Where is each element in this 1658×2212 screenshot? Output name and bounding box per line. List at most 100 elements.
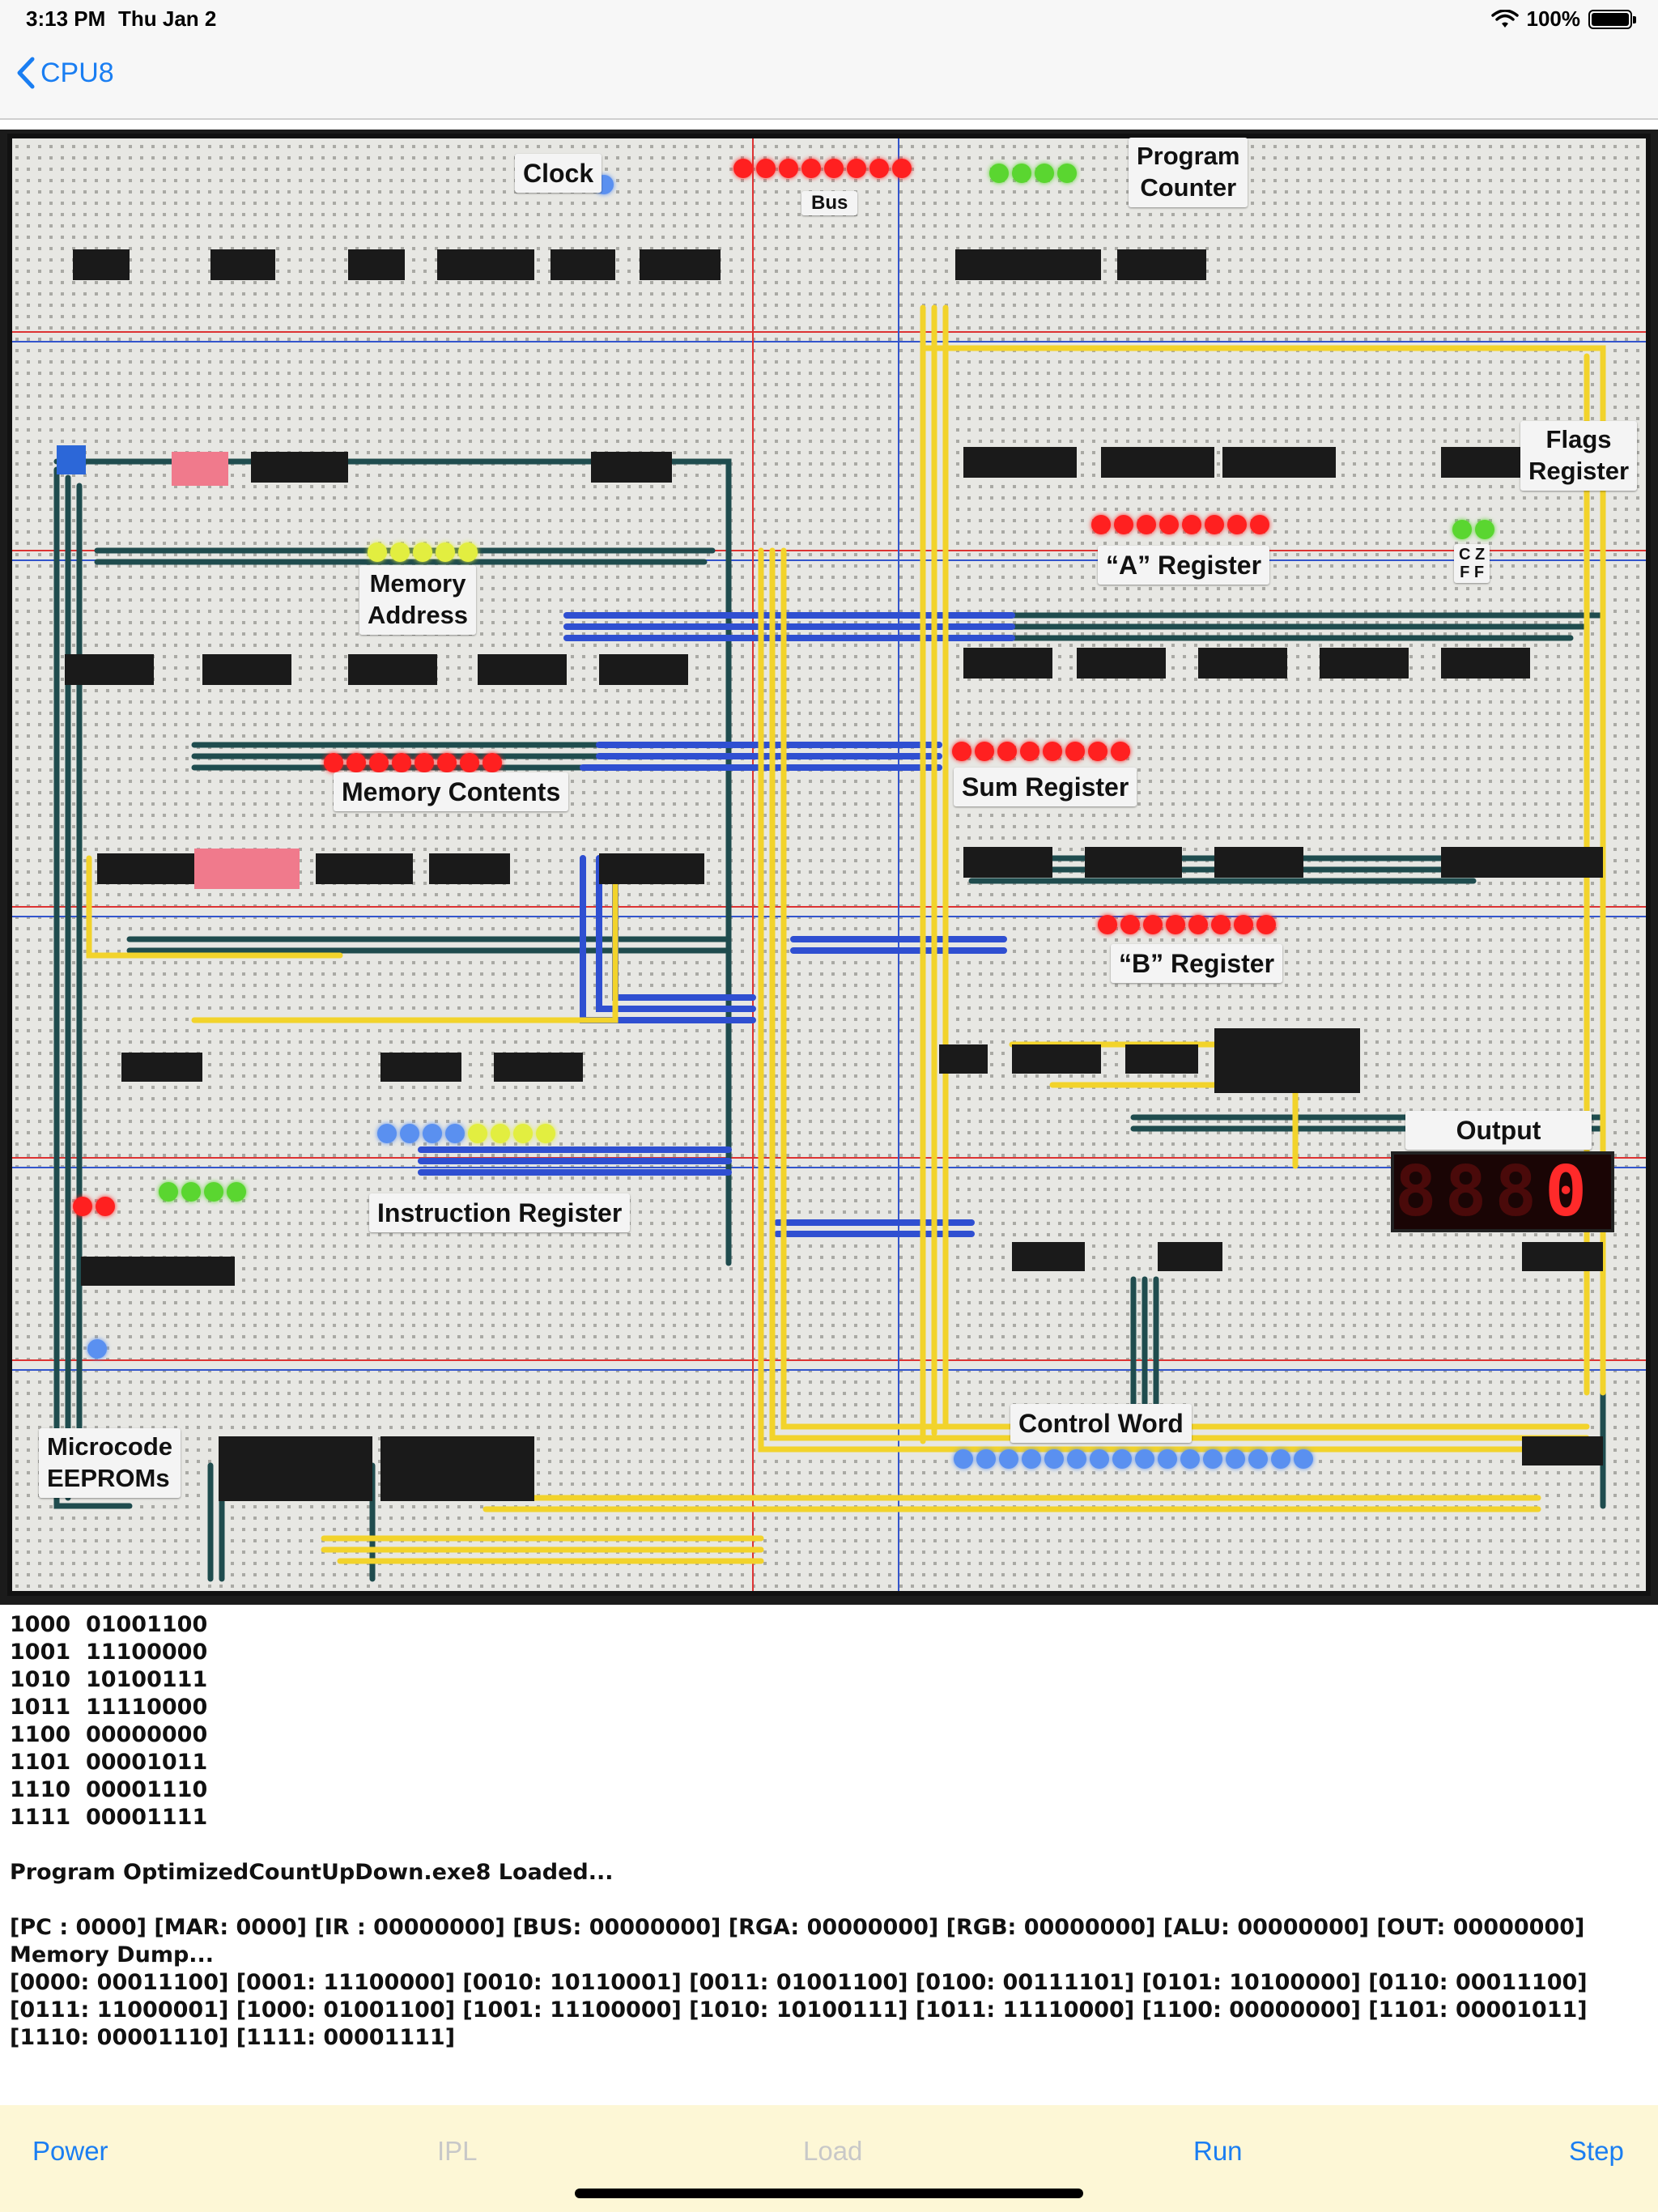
memory-address-led (368, 542, 387, 562)
memory-contents-led (437, 753, 457, 772)
b-register-led (1234, 915, 1253, 934)
run-button[interactable]: Run (1193, 2136, 1243, 2166)
label-bus: Bus (801, 191, 858, 215)
label-instruction-register: Instruction Register (369, 1193, 631, 1232)
label-flags-cz: C Z F F (1454, 544, 1490, 583)
instruction-register-led (513, 1124, 533, 1143)
battery-icon (1588, 9, 1636, 29)
control-word-led (1248, 1449, 1268, 1469)
control-word-led (1158, 1449, 1177, 1469)
program-counter-led (1012, 164, 1031, 183)
sum-register-led (1020, 742, 1039, 761)
a-register-led (1114, 515, 1133, 534)
memory-address-led (436, 542, 455, 562)
bus-led (733, 159, 753, 178)
bus-led (869, 159, 889, 178)
control-word-led (1090, 1449, 1109, 1469)
flags-led (1475, 520, 1494, 539)
b-register-led (1098, 915, 1117, 934)
program-counter-led (1035, 164, 1054, 183)
step-led (96, 1197, 115, 1216)
b-register-led (1166, 915, 1185, 934)
step-led (204, 1182, 223, 1202)
control-word-led (1044, 1449, 1064, 1469)
memory-contents-led (324, 753, 343, 772)
battery-percent: 100% (1526, 6, 1581, 31)
breadboard-illustration (7, 134, 1651, 1596)
control-word-led (954, 1449, 973, 1469)
label-sum-register: Sum Register (954, 768, 1137, 806)
bus-led (824, 159, 844, 178)
status-bar: 3:13 PM Thu Jan 2 100% (0, 0, 1658, 39)
ipl-button[interactable]: IPL (437, 2136, 478, 2166)
console-spacer (10, 1831, 1648, 1859)
status-right: 100% (1490, 6, 1636, 32)
memory-row: 1100 00000000 (10, 1722, 208, 1747)
memory-row: 1101 00001011 (10, 1750, 208, 1775)
label-memory-contents: Memory Contents (334, 772, 569, 811)
step-led (227, 1182, 246, 1202)
control-word-led (1271, 1449, 1290, 1469)
label-microcode-eeproms: Microcode EEPROMs (39, 1428, 181, 1498)
label-clock: Clock (515, 154, 602, 193)
sum-register-led (997, 742, 1017, 761)
memory-row: 1110 00001110 (10, 1777, 208, 1802)
instruction-register-led (491, 1124, 510, 1143)
control-word-led (1135, 1449, 1154, 1469)
register-status-line: [PC : 0000] [MAR: 0000] [IR : 00000000] … (10, 1915, 1585, 1940)
load-button[interactable]: Load (803, 2136, 863, 2166)
memory-address-led (413, 542, 432, 562)
label-flags-register: Flags Register (1520, 421, 1638, 491)
program-counter-led (989, 164, 1009, 183)
memory-dump-line: [0000: 00011100] [0001: 11100000] [0010:… (10, 1970, 1596, 2050)
control-word-led (1226, 1449, 1245, 1469)
b-register-led (1143, 915, 1163, 934)
memory-row: 1000 01001100 (10, 1612, 208, 1637)
memory-row: 1010 10100111 (10, 1667, 208, 1692)
memory-row: 1011 11110000 (10, 1695, 208, 1720)
sum-register-led (1088, 742, 1107, 761)
battery-fill (1592, 12, 1629, 26)
b-register-led (1256, 915, 1276, 934)
memory-address-led (458, 542, 478, 562)
bus-led (779, 159, 798, 178)
memory-contents-led (392, 753, 411, 772)
memory-contents-led (346, 753, 366, 772)
back-button[interactable]: CPU8 (16, 57, 114, 89)
cpu-board-image: Clock Bus Program Counter Flags Register… (0, 130, 1658, 1605)
sum-register-led (1111, 742, 1130, 761)
sum-register-led (1043, 742, 1062, 761)
control-word-led (999, 1449, 1018, 1469)
program-loaded-message: Program OptimizedCountUpDown.exe8 Loaded… (10, 1860, 614, 1885)
label-output: Output (1405, 1111, 1592, 1150)
power-button[interactable]: Power (32, 2136, 108, 2166)
label-b-register: “B” Register (1111, 944, 1283, 983)
control-word-led (1180, 1449, 1200, 1469)
instruction-register-led (445, 1124, 465, 1143)
memory-contents-led (483, 753, 502, 772)
a-register-led (1182, 515, 1201, 534)
home-indicator (575, 2189, 1083, 2198)
step-button[interactable]: Step (1569, 2136, 1624, 2166)
control-word-led (1112, 1449, 1132, 1469)
instruction-register-led (400, 1124, 419, 1143)
memory-contents-led (369, 753, 389, 772)
step-led (159, 1182, 178, 1202)
label-control-word: Control Word (1010, 1404, 1192, 1443)
control-word-led (1067, 1449, 1086, 1469)
chevron-left-icon (17, 57, 35, 89)
bus-led (847, 159, 866, 178)
status-time: 3:13 PM (26, 6, 106, 31)
label-program-counter: Program Counter (1129, 138, 1248, 207)
control-word-led (1294, 1449, 1313, 1469)
a-register-led (1227, 515, 1247, 534)
bus-led (892, 159, 912, 178)
reset-led (87, 1339, 107, 1359)
a-register-led (1137, 515, 1156, 534)
output-display-ghost-digits: 888 (1394, 1151, 1545, 1232)
sum-register-led (1065, 742, 1085, 761)
instruction-register-led (536, 1124, 555, 1143)
memory-contents-led (414, 753, 434, 772)
b-register-led (1188, 915, 1208, 934)
